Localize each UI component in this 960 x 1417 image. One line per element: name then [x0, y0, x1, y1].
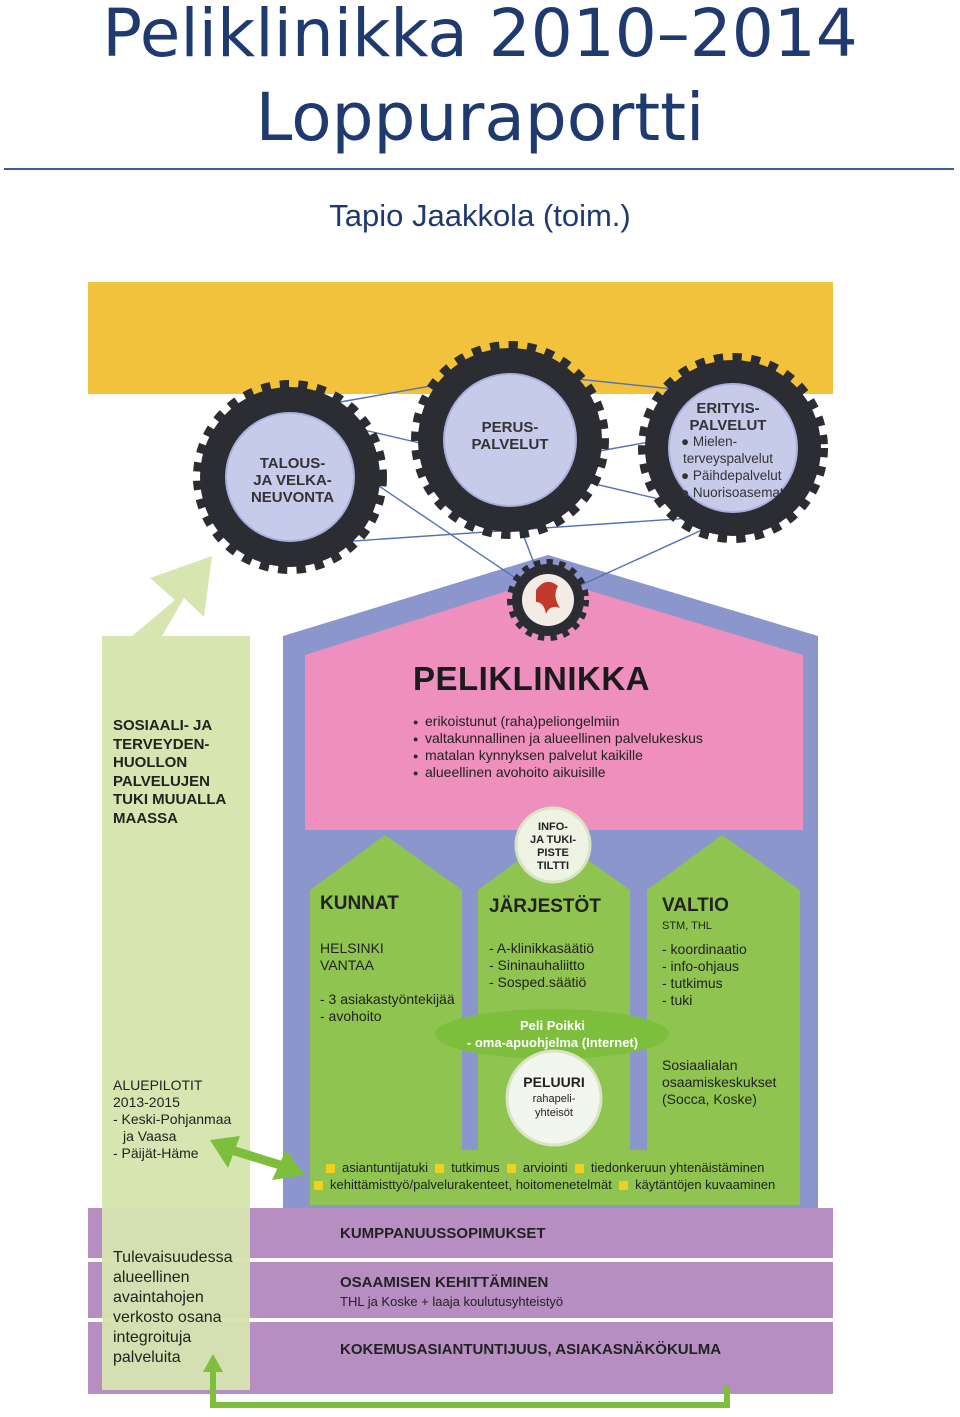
future-text: Tulevaisuudessa alueellinen avaintahojen…: [113, 1249, 233, 1366]
return-arrow: [210, 1362, 730, 1408]
report-author: Tapio Jaakkola (toim.): [329, 198, 631, 233]
gear-talous: [193, 380, 387, 574]
report-title-line1: Peliklinikka 2010–2014: [102, 0, 858, 72]
gear-perus: [411, 341, 609, 539]
band-experience-label: KOKEMUSASIANTUNTIJUUS, ASIAKASNÄKÖKULMA: [340, 1341, 722, 1358]
jarjestot-text: - A-klinikkasäätiö - Sininauhaliitto - S…: [489, 940, 595, 990]
band-partnership-label: KUMPPANUUSSOPIMUKSET: [340, 1225, 546, 1242]
activities-row2: kehittämisttyö/palvelurakenteet, hoitome…: [314, 1176, 775, 1193]
valtio-text: - koordinaatio - info-ohjaus - tutkimus …: [662, 941, 747, 1008]
kunnat-text: HELSINKI VANTAA - 3 asiakastyöntekijää -…: [320, 940, 455, 1024]
info-point-label: INFO- JA TUKI- PISTE TILTTI: [529, 821, 577, 872]
band-competence-label: OSAAMISEN KEHITTÄMINEN: [340, 1274, 549, 1291]
list-item: alueellinen avohoito aikuisille: [413, 764, 703, 782]
gear-perus-label: PERUS- PALVELUT: [471, 419, 549, 453]
list-item: matalan kynnyksen palvelut kaikille: [413, 747, 703, 765]
peluuri-circle: [505, 1049, 603, 1147]
activities-row1: asiantuntijatuki tutkimus arviointi tied…: [326, 1159, 764, 1176]
pillar-valtio: [647, 835, 800, 1205]
support-abroad-text: SOSIAALI- JA TERVEYDEN- HUOLLON PALVELUJ…: [113, 717, 227, 827]
left-support-column: [102, 636, 250, 1390]
up-arrow: [132, 556, 212, 636]
list-item: valtakunnallinen ja alueellinen palveluk…: [413, 730, 703, 748]
band-competence-sub: THL ja Koske + laaja koulutusyhteistyö: [340, 1294, 564, 1309]
gear-erityis-items: ● Mielen- terveyspalvelut ● Päihdepalvel…: [681, 434, 784, 500]
jarjestot-title: JÄRJESTÖT: [489, 896, 601, 917]
kunnat-title: KUNNAT: [320, 893, 399, 914]
peliklinikka-bullets: erikoistunut (raha)peliongelmiin valtaku…: [413, 713, 703, 782]
regional-pilots-text: ALUEPILOTIT 2013-2015 - Keski-Pohjanmaa …: [113, 1077, 232, 1161]
report-title-line2: Loppuraportti: [255, 79, 705, 156]
pillar-kunnat: [310, 835, 462, 1205]
activities-strip: [310, 1150, 800, 1205]
peluuri-sub: rahapeli- yhteisöt: [532, 1093, 576, 1119]
valtio-extra-text: Sosiaalialan osaamiskeskukset (Socca, Ko…: [662, 1057, 777, 1107]
valtio-title: VALTIO: [662, 895, 729, 916]
gear-logo: [507, 559, 589, 641]
peliklinikka-logo-icon: [536, 581, 560, 614]
gear-erityis-label: ERITYIS- PALVELUT: [689, 400, 767, 434]
peli-poikki-label: Peli Poikki - oma-apuohjelma (Internet): [466, 1018, 639, 1050]
peluuri-title: PELUURI: [523, 1074, 585, 1090]
valtio-subtitle: STM, THL: [662, 920, 712, 932]
gear-talous-label: TALOUS- JA VELKA- NEUVONTA: [250, 455, 335, 506]
peliklinikka-title: PELIKLINIKKA: [413, 660, 650, 697]
list-item: erikoistunut (raha)peliongelmiin: [413, 713, 703, 731]
gear-erityis: [638, 353, 828, 543]
future-column: [102, 1208, 250, 1390]
title-divider: [4, 168, 954, 170]
peli-poikki-ellipse: [435, 1009, 669, 1059]
return-arrow-head: [203, 1354, 223, 1372]
info-point-circle: [514, 806, 592, 884]
